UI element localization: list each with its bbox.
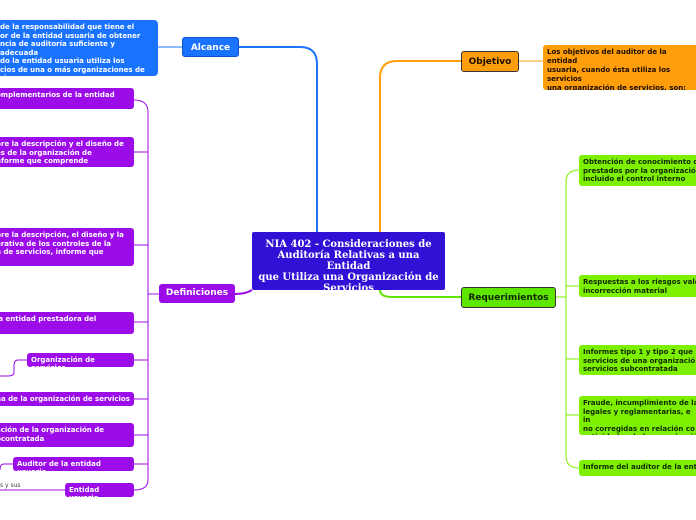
alcance-description[interactable]: de la responsabilidad que tiene el or de… xyxy=(0,20,158,76)
branch-objetivo[interactable]: Objetivo xyxy=(461,51,519,72)
def-entidad-usuaria[interactable]: Entidad usuaria xyxy=(65,483,134,497)
def-sistema-organizacion[interactable]: na de la organización de servicios xyxy=(0,392,134,406)
req-informes-tipo[interactable]: Informes tipo 1 y tipo 2 que servicios d… xyxy=(579,345,696,375)
branch-requerimientos[interactable]: Requerimientos xyxy=(461,287,556,308)
link-auditor-sub xyxy=(0,463,13,471)
req-informe-auditor[interactable]: Informe del auditor de la enti xyxy=(579,460,696,476)
central-topic[interactable]: NIA 402 - Consideraciones de Auditoría R… xyxy=(252,232,445,290)
def-controles-complementarios[interactable]: omplementarios de la entidad xyxy=(0,88,134,109)
link-def-spine xyxy=(133,99,149,491)
req-fraude[interactable]: Fraude, incumplimiento de la legales y r… xyxy=(579,396,696,435)
link-org-servicios-sub xyxy=(0,359,27,377)
link-central-objetivo xyxy=(379,60,461,232)
link-central-alcance xyxy=(239,46,318,232)
link-req-1 xyxy=(565,169,580,469)
def-informe-tipo-1[interactable]: bre la descripción y el diseño de es de … xyxy=(0,137,134,167)
req-respuestas-riesgos[interactable]: Respuestas a los riesgos valo incorrecci… xyxy=(579,275,696,297)
req-conocimiento[interactable]: Obtención de conocimiento d prestados po… xyxy=(579,155,696,186)
objetivo-description[interactable]: Los objetivos del auditor de la entidad … xyxy=(543,45,696,90)
link-central-requerimientos xyxy=(379,289,461,298)
link-central-definiciones xyxy=(234,289,253,295)
branch-alcance[interactable]: Alcance xyxy=(182,37,239,57)
def-auditor-entidad-usuaria[interactable]: Auditor de la entidad usuaria xyxy=(13,457,134,471)
def-informe-tipo-2[interactable]: bre la descripción, el diseño y la erati… xyxy=(0,228,134,266)
branch-definiciones[interactable]: Definiciones xyxy=(159,284,235,303)
entidad-usuaria-note: s y sus xyxy=(0,482,21,489)
def-organizacion-subcontratada[interactable]: ación de la organización de bcontratada xyxy=(0,423,134,447)
def-auditor-servicios[interactable]: la entidad prestadora del xyxy=(0,312,134,334)
def-organizacion-servicios[interactable]: Organización de servicios xyxy=(27,353,134,367)
